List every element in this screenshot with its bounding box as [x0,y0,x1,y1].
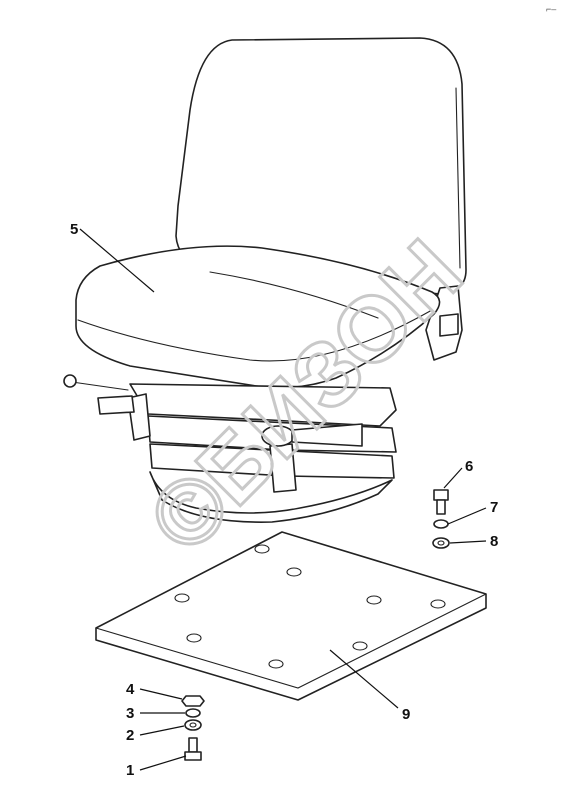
callout-4: 4 [126,681,135,698]
seat-cushion [75,245,441,389]
callout-8: 8 [490,533,498,550]
corner-mark: ⌐– [546,4,556,14]
mounting-plate [95,531,487,701]
upper-bolt [433,489,449,515]
callout-9: 9 [402,706,410,723]
lower-nut [181,695,205,707]
callout-7: 7 [490,499,498,516]
lower-bolt [184,737,202,761]
leader-lines [79,228,487,771]
seat-adjustment-handle [63,374,135,415]
callout-2: 2 [126,727,134,744]
callout-3: 3 [126,705,134,722]
callout-6: 6 [465,458,473,475]
callout-5: 5 [70,221,78,238]
callout-1: 1 [126,762,134,779]
weight-adjustment-knob [261,423,363,447]
upper-spring-washer [433,519,449,529]
upper-flat-washer [432,537,450,549]
lower-spring-washer [185,708,201,718]
lower-flat-washer [184,719,202,731]
